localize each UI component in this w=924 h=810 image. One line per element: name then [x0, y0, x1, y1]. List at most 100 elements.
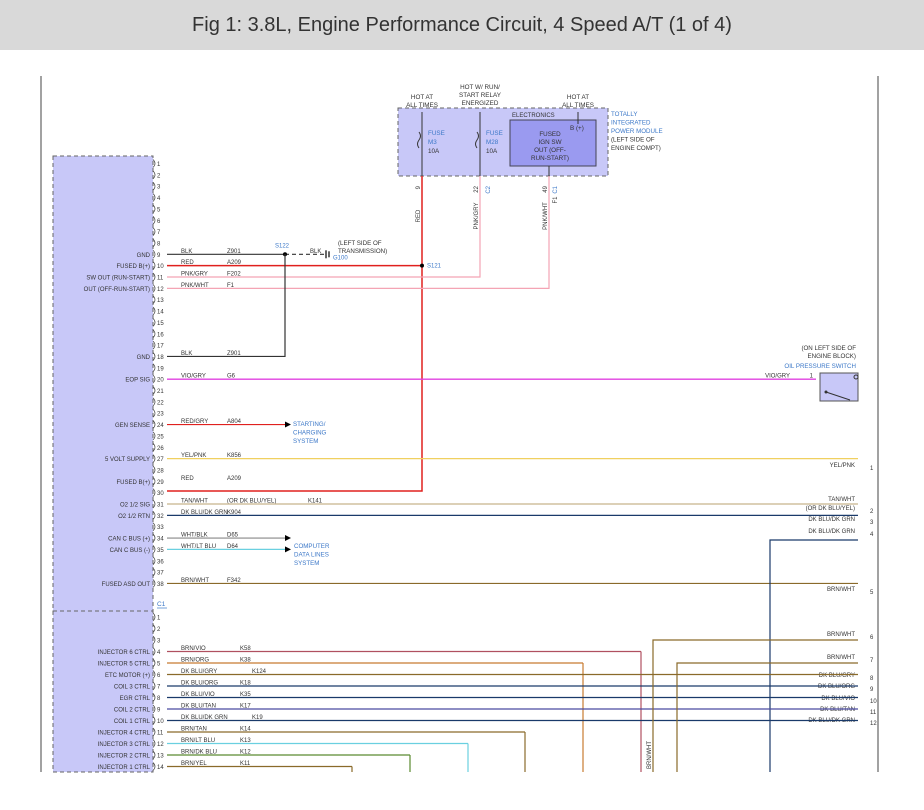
pcm-pin-number: 2	[157, 173, 161, 179]
pcm-pin-bracket	[152, 295, 156, 304]
tipm-pin: 49	[543, 185, 549, 192]
pcm-pin-number: 15	[157, 321, 164, 327]
pcm-pin-bracket	[152, 693, 156, 702]
pcm-pin-number: 1	[157, 162, 161, 168]
wire-circuit-label: K13	[240, 738, 251, 744]
pcm-pin-bracket	[152, 386, 156, 395]
pcm-pin-bracket	[152, 499, 156, 509]
hot-run-start-label: HOT W/ RUN/	[460, 84, 500, 91]
wire-color-label: YEL/PNK	[181, 453, 206, 459]
wire-circuit-label: D64	[227, 544, 239, 550]
pcm-pin-label: FUSED B(+)	[116, 480, 150, 486]
pcm-pin-number: 37	[157, 571, 164, 577]
wire-circuit-label: K58	[240, 646, 251, 652]
starting-charging-label: STARTING/	[293, 421, 326, 428]
wire-color-label: BRN/YEL	[181, 761, 207, 767]
wire-circuit-label: K124	[252, 669, 267, 675]
pcm-pin-bracket	[152, 272, 156, 282]
wiring-diagram-svg: 1234567891011121314151617181920212223242…	[40, 76, 879, 773]
tipm-pin: 9	[416, 185, 422, 189]
wire-red-a209	[167, 176, 423, 492]
right-pin-number: 4	[870, 532, 874, 538]
hot-at-all-times-label: HOT AT	[567, 94, 589, 101]
pcm-pin-bracket	[152, 397, 156, 407]
hot-at-all-times-label: HOT AT	[411, 94, 433, 101]
wire-color-label: DK BLU/TAN	[181, 704, 216, 710]
wire-color-label: DK BLU/VIO	[181, 692, 215, 698]
pcm-pin-number: 26	[157, 446, 164, 452]
right-wire-label: (OR DK BLU/YEL)	[806, 506, 855, 512]
pcm-pin-bracket	[152, 170, 156, 180]
pcm-pin-bracket	[152, 250, 156, 259]
pcm-pin-number: 13	[157, 754, 164, 760]
pcm-pin-bracket	[152, 238, 156, 248]
pcm-pin-label: INJECTOR 5 CTRL	[98, 662, 151, 668]
wire-brn-wht-6	[652, 639, 858, 772]
wire-label-pnkgry: PNK/GRY	[474, 203, 480, 230]
pcm-pin-number: 36	[157, 559, 164, 565]
wire-brn-wht-7	[676, 662, 858, 772]
pcm-pin-label: COIL 2 CTRL	[114, 708, 151, 714]
pcm-pin-bracket	[152, 261, 156, 270]
b-plus-label: B (+)	[570, 125, 584, 132]
hot-at-all-times-label: ALL TIMES	[406, 102, 438, 109]
pcm-connector-c2-box	[52, 610, 154, 773]
pcm-pin-bracket	[152, 216, 156, 225]
pcm-pin-number: 7	[157, 230, 161, 236]
pcm-pin-bracket	[152, 545, 156, 554]
pcm-pin-label: INJECTOR 6 CTRL	[98, 650, 151, 656]
switch-contact	[824, 390, 828, 394]
wire-color-label: BLK	[181, 351, 192, 357]
arrow-can-minus	[285, 546, 291, 553]
right-pin-number: 12	[870, 721, 877, 727]
pcm-pin-number: 38	[157, 582, 164, 588]
pcm-pin-bracket	[152, 522, 156, 531]
pcm-pin-bracket	[152, 533, 156, 543]
pcm-pin-bracket	[152, 363, 156, 373]
starting-charging-label: CHARGING	[293, 430, 327, 437]
pcm-pin-label: FUSED B(+)	[116, 264, 150, 270]
oil-switch-location: ENGINE BLOCK)	[808, 353, 856, 360]
pcm-pin-label: O2 1/2 RTN	[118, 514, 150, 520]
ground-note: TRANSMISSION)	[338, 248, 387, 255]
pcm-pin-label: O2 1/2 SIG	[120, 503, 150, 509]
right-wire-label: DK BLU/DK GRN	[808, 517, 855, 523]
wire-color-label: BLK	[181, 249, 192, 255]
pcm-pin-bracket	[152, 488, 156, 497]
hot-run-start-label: START RELAY	[459, 92, 502, 99]
wire-color-label: RED/GRY	[181, 419, 208, 425]
pcm-pin-number: 7	[157, 685, 161, 691]
fuse-m28-label: M28	[486, 139, 499, 146]
right-wire-label: DK BLU/DK GRN	[808, 529, 855, 535]
wire-color-label: DK BLU/ORG	[181, 681, 218, 687]
pcm-pin-number: 23	[157, 412, 164, 418]
wire-circuit-label: K904	[227, 510, 242, 516]
wire-color-label: VIO/GRY	[181, 374, 206, 380]
right-pin-number: 1	[870, 466, 874, 472]
pcm-connector-c1-box	[52, 155, 154, 612]
wire-circuit-label: A209	[227, 476, 242, 482]
pcm-pin-number: 18	[157, 355, 164, 361]
wire-circuit-label: A209	[227, 260, 242, 266]
pcm-pin-bracket	[152, 284, 156, 293]
right-pin-number: 9	[870, 687, 874, 693]
pcm-pin-bracket	[152, 204, 156, 214]
pcm-pin-label: EGR CTRL	[120, 696, 151, 702]
pcm-pin-bracket	[152, 465, 156, 475]
arrow-gen-sense	[285, 421, 291, 428]
pcm-pin-label: FUSED ASD OUT	[102, 582, 151, 588]
pcm-pin-label: SW OUT (RUN-START)	[86, 276, 150, 282]
hot-run-start-label: ENERGIZED	[462, 100, 499, 107]
pcm-pin-number: 27	[157, 457, 164, 463]
pcm-pin-bracket	[152, 762, 156, 771]
pcm-pin-bracket	[152, 329, 156, 338]
pcm-pin-bracket	[152, 181, 156, 191]
computer-data-label: SYSTEM	[294, 560, 319, 567]
pcm-pin-bracket	[152, 579, 156, 588]
pcm-pin-label: GND	[137, 253, 151, 259]
wire-color-label: BRN/VIO	[181, 646, 206, 652]
pcm-pin-number: 34	[157, 537, 164, 543]
figure-title: Fig 1: 3.8L, Engine Performance Circuit,…	[192, 13, 732, 36]
pcm-pin-number: 6	[157, 219, 161, 225]
right-pin-number: 3	[870, 520, 874, 526]
